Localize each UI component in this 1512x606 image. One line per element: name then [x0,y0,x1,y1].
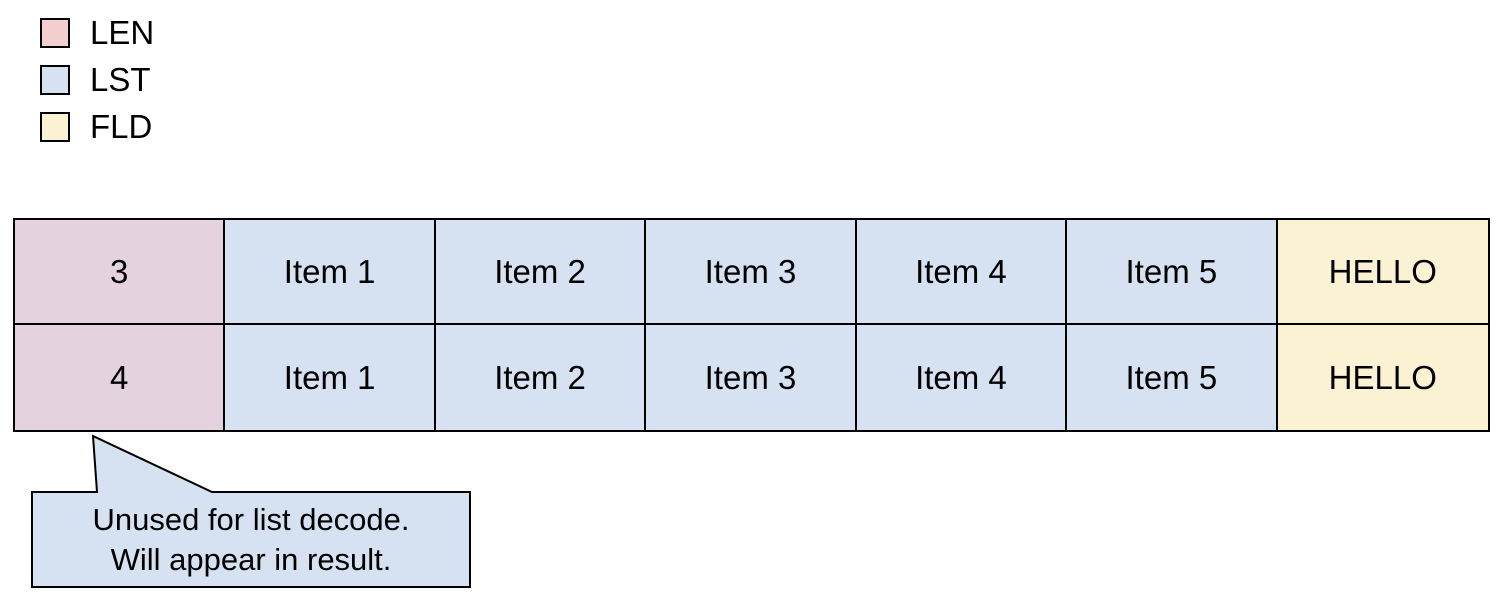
len-cell-row2: 4 [15,325,226,430]
list-encoding-table: 3 Item 1 Item 2 Item 3 Item 4 Item 5 HEL… [13,218,1490,432]
list-item-cell: Item 4 [856,220,1068,325]
list-item-cell: Item 4 [856,325,1068,430]
callout-line-1: Unused for list decode. [92,501,410,537]
legend: LEN LST FLD [40,14,155,145]
len-color-swatch [40,18,70,48]
legend-item-len: LEN [40,14,155,51]
list-item-cell: Item 1 [225,325,436,430]
len-cell-row1: 3 [15,220,226,325]
fld-cell-row1: HELLO [1277,220,1488,325]
legend-item-fld: FLD [40,108,154,145]
legend-label-lst: LST [90,61,151,98]
legend-label-len: LEN [90,14,155,51]
legend-label-fld: FLD [90,108,153,145]
list-item-cell: Item 3 [646,325,857,430]
callout-note: Unused for list decode. Will appear in r… [32,492,470,587]
list-item-cell: Item 3 [646,220,857,325]
legend-item-lst: LST [40,61,154,98]
lst-color-swatch [40,65,70,95]
list-item-cell: Item 5 [1067,325,1278,430]
fld-color-swatch [40,112,70,142]
callout-line-2: Will appear in result. [110,541,392,577]
list-item-cell: Item 2 [435,220,647,325]
fld-cell-row2: HELLO [1277,325,1488,430]
list-item-cell: Item 5 [1067,220,1278,325]
list-item-cell: Item 2 [435,325,647,430]
list-item-cell: Item 1 [225,220,436,325]
